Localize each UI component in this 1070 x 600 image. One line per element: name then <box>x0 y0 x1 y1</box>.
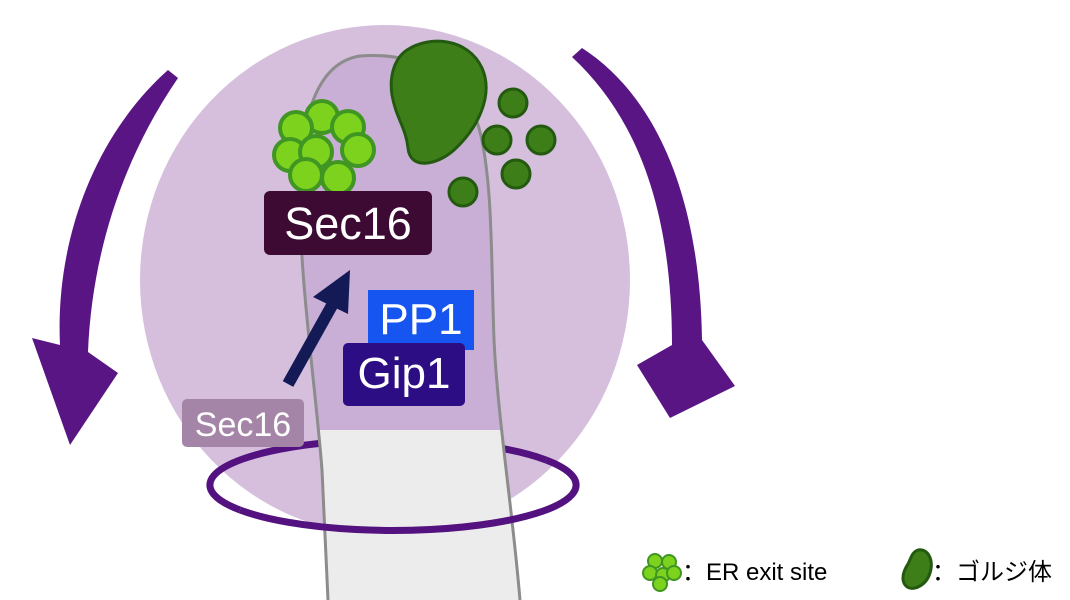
ring-front <box>238 456 580 534</box>
er-exit-site-cluster <box>272 99 376 196</box>
sec16-cyto-label: Sec16 <box>182 399 304 447</box>
pp1-label: PP1 <box>368 290 474 350</box>
legend-golgi: ：ゴルジ体 <box>901 548 1052 590</box>
gip1-label: Gip1 <box>343 343 465 406</box>
pp1-text: PP1 <box>379 295 462 344</box>
er-exit-site-icon <box>642 553 682 592</box>
sec16-er-text: Sec16 <box>284 198 412 249</box>
legend-golgi-text: ：ゴルジ体 <box>932 559 1052 586</box>
hypha-lower-fill <box>318 430 520 600</box>
straight-arrow <box>282 270 350 387</box>
golgi-body <box>389 39 488 165</box>
curved-arrow-right <box>572 48 735 418</box>
sec16-er-label: Sec16 <box>264 191 432 255</box>
legend-er-exit-site: ：ER exit site <box>642 553 827 592</box>
sec16-cyto-text: Sec16 <box>195 406 291 444</box>
golgi-icon <box>901 548 933 590</box>
curved-arrow-left <box>32 70 178 445</box>
legend-er-exit-site-text: ：ER exit site <box>682 559 827 586</box>
vesicle-group <box>447 87 557 208</box>
gip1-text: Gip1 <box>358 349 451 398</box>
